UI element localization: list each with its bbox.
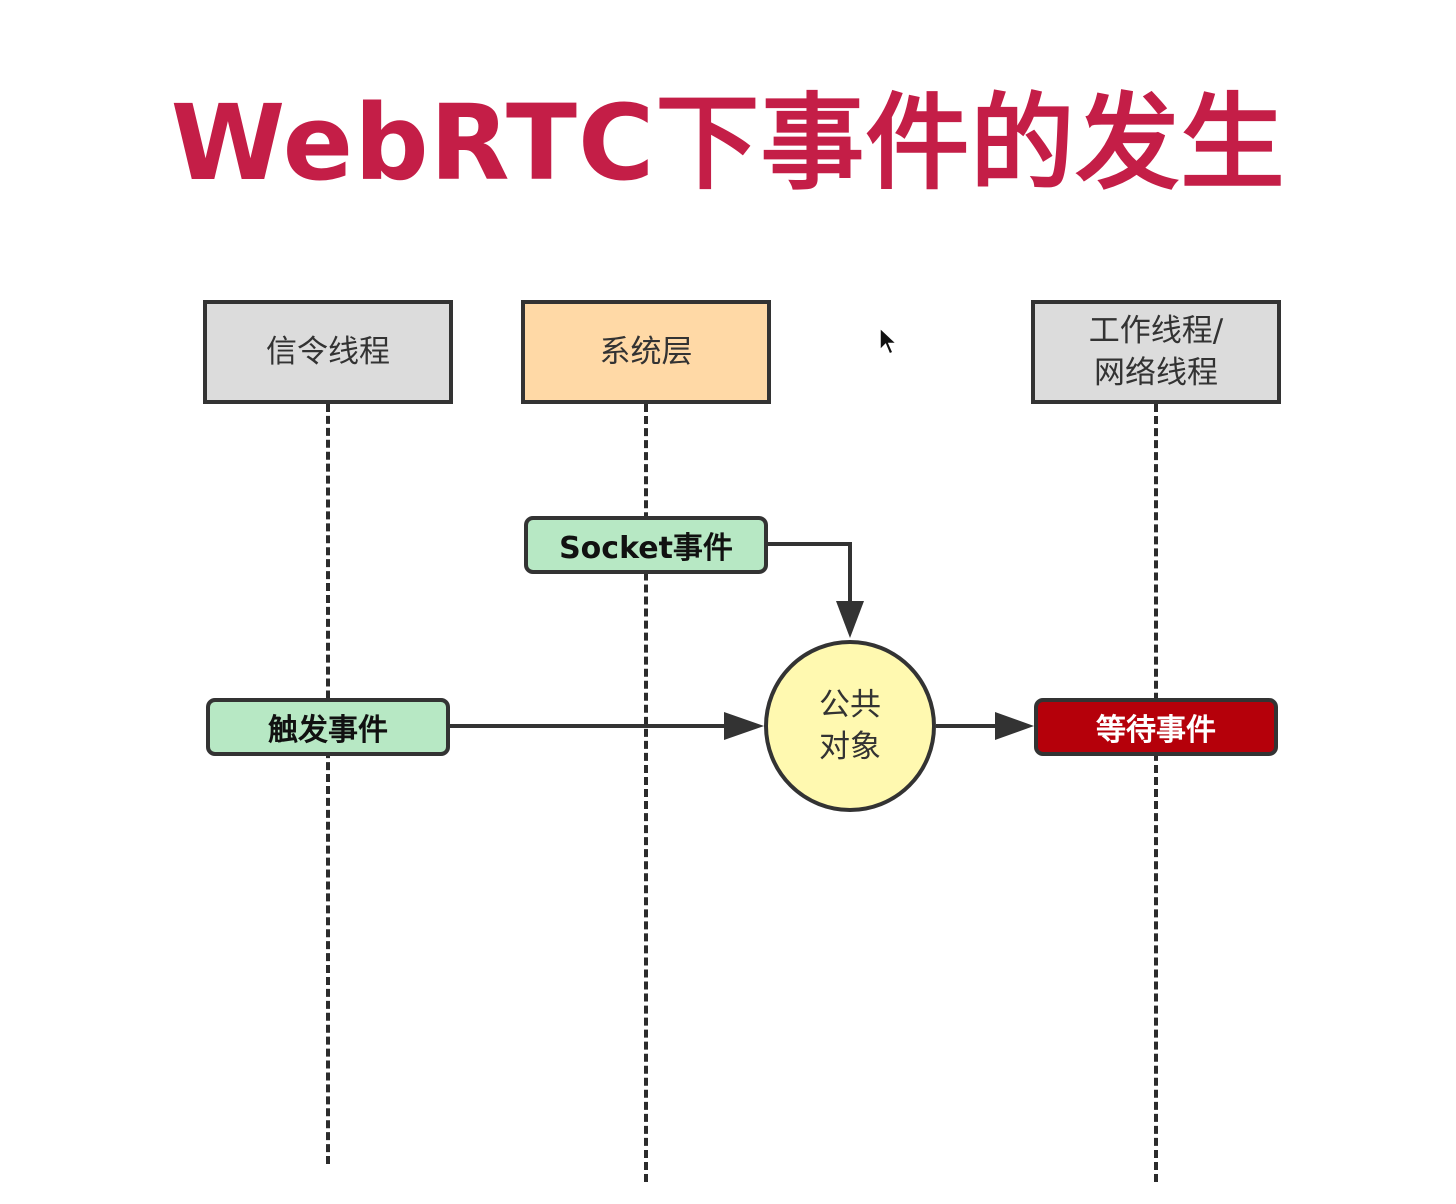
common-object-label: 公共 对象	[819, 687, 881, 765]
trigger-event-label: 触发事件	[268, 713, 388, 748]
lane-signal-thread: 信令线程	[203, 300, 453, 404]
socket-event-label: Socket事件	[559, 531, 733, 566]
lane-worker-network-thread-label: 工作线程/ 网络线程	[1088, 313, 1224, 391]
lifeline-worker	[1154, 404, 1158, 1182]
page-title: WebRTC下事件的发生	[170, 82, 1286, 204]
trigger-event-box: 触发事件	[206, 698, 450, 756]
lane-system-layer: 系统层	[521, 300, 771, 404]
edge-object-to-wait	[936, 712, 1034, 740]
lifeline-system	[644, 404, 648, 1182]
wait-event-box: 等待事件	[1034, 698, 1278, 756]
edge-socket-to-object	[767, 542, 864, 638]
lane-system-layer-label: 系统层	[599, 334, 693, 370]
edge-trigger-to-object	[450, 712, 764, 740]
wait-event-label: 等待事件	[1096, 713, 1216, 748]
mouse-cursor-icon	[879, 326, 899, 355]
common-object-node: 公共 对象	[764, 640, 936, 812]
lifeline-signal	[326, 404, 330, 1164]
socket-event-box: Socket事件	[524, 516, 768, 574]
lane-signal-thread-label: 信令线程	[266, 334, 390, 370]
lane-worker-network-thread: 工作线程/ 网络线程	[1031, 300, 1281, 404]
